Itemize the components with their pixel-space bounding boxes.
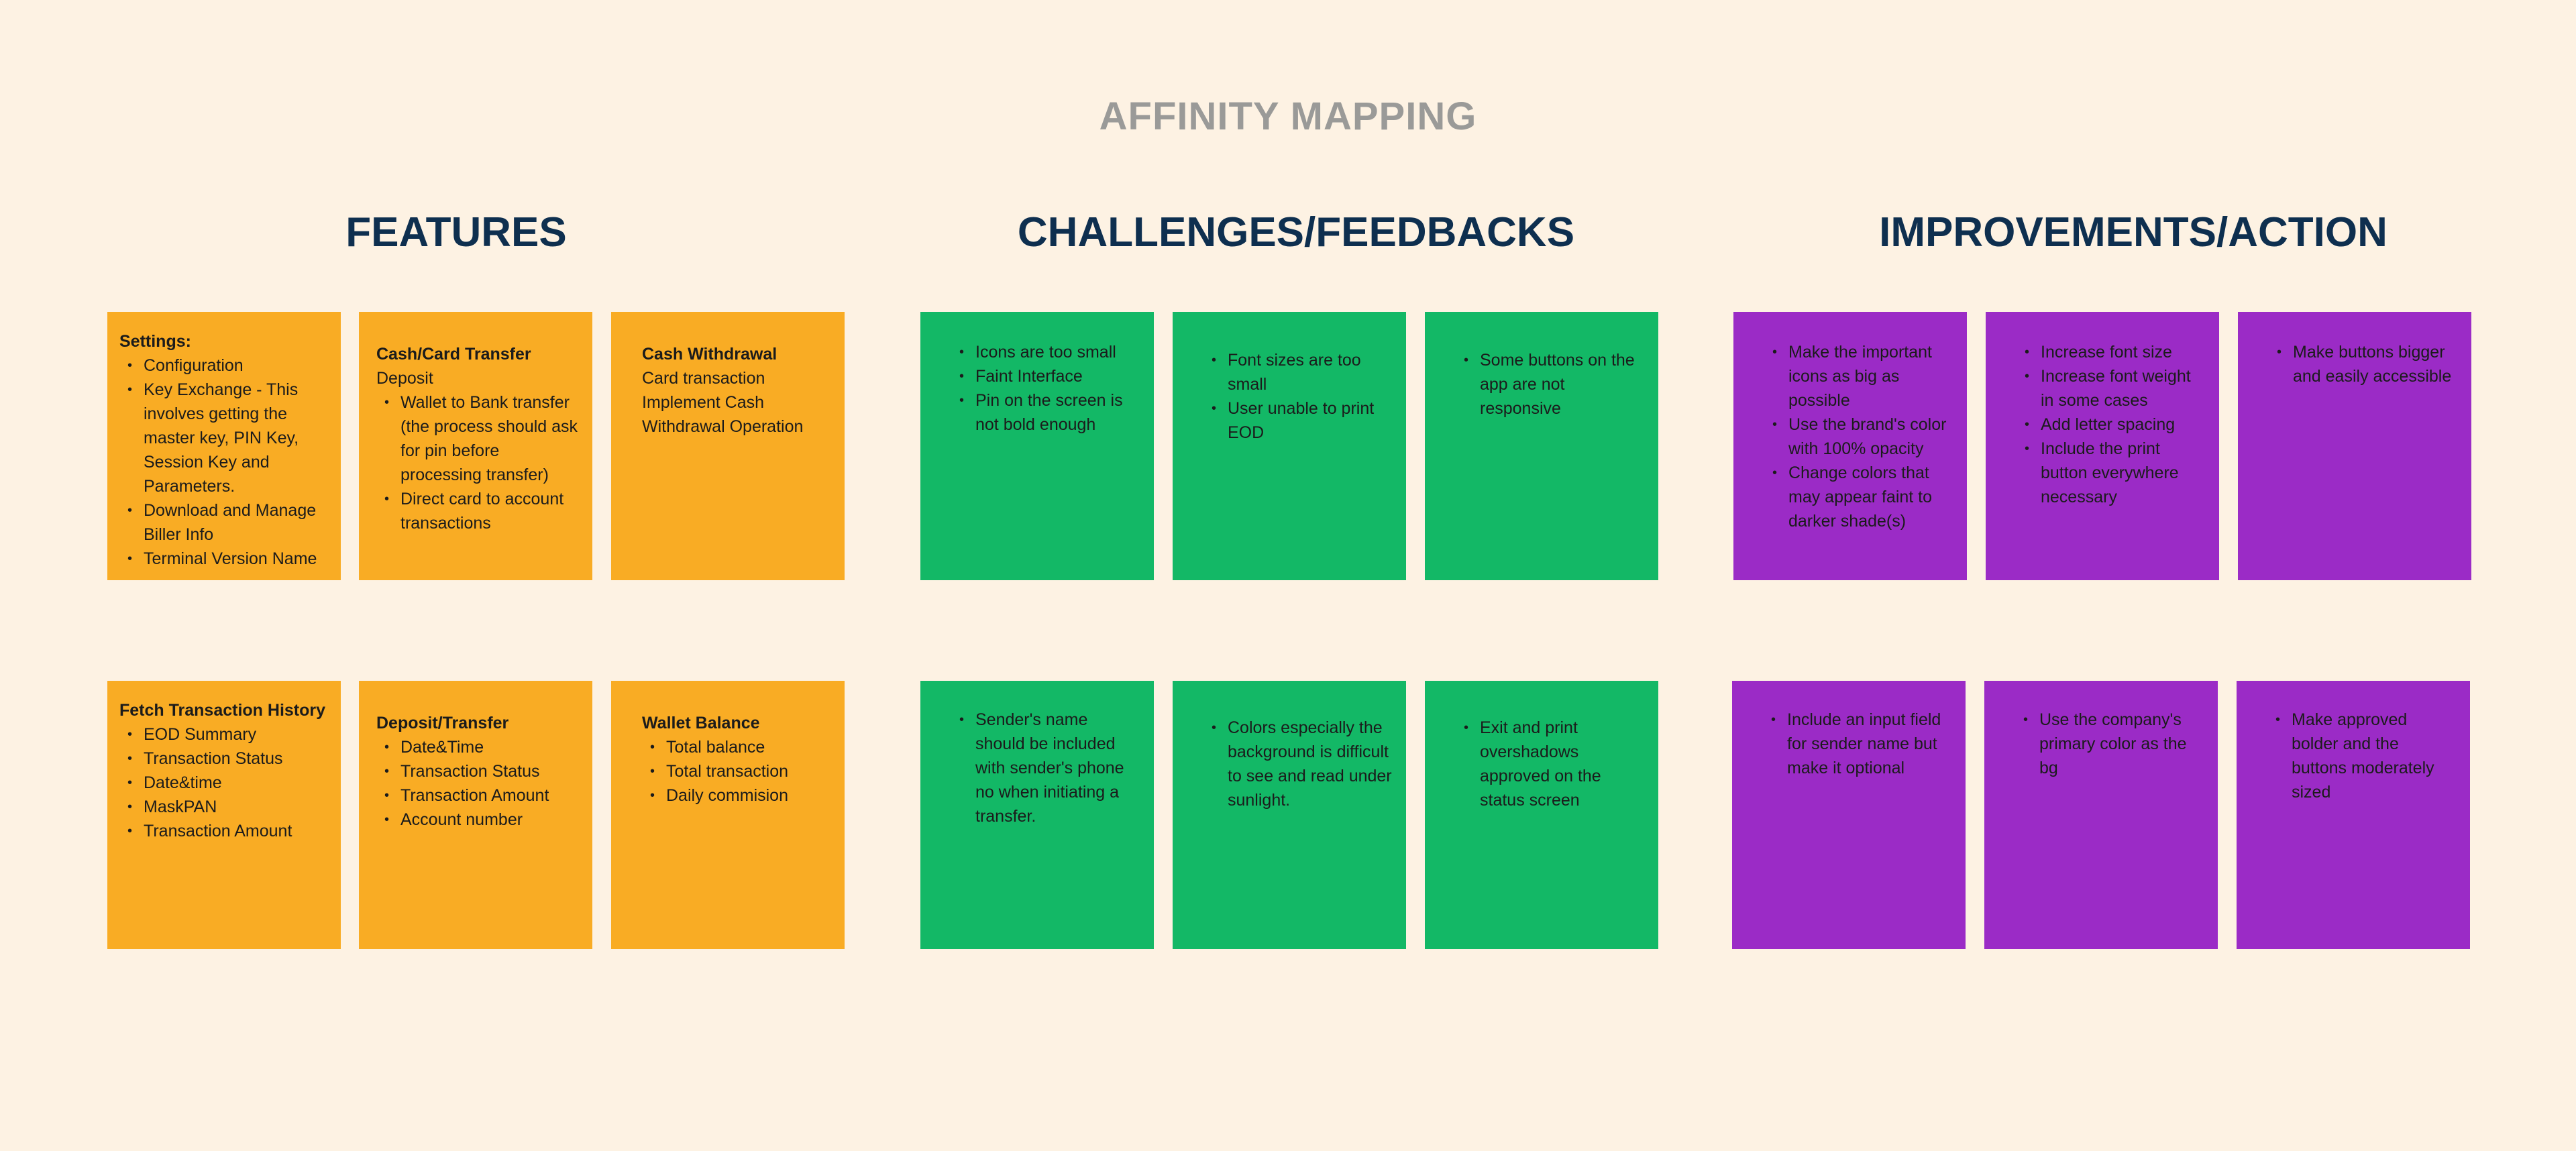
- note-challenge-6[interactable]: Exit and print overshadows approved on t…: [1425, 681, 1658, 949]
- note-wallet-balance[interactable]: Wallet Balance Total balance Total trans…: [611, 681, 845, 949]
- list-item: Make the important icons as big as possi…: [1772, 340, 1953, 413]
- list-item: Change colors that may appear faint to d…: [1772, 461, 1953, 533]
- note-improvement-6[interactable]: Make approved bolder and the buttons mod…: [2237, 681, 2470, 949]
- list-item: Transaction Amount: [384, 783, 579, 808]
- note-challenge-3[interactable]: Some buttons on the app are not responsi…: [1425, 312, 1658, 580]
- list-item: EOD Summary: [127, 722, 327, 747]
- list-item: Configuration: [127, 353, 327, 378]
- list-item: Total balance: [650, 735, 831, 759]
- note-cash-card-transfer[interactable]: Cash/Card Transfer Deposit Wallet to Ban…: [359, 312, 592, 580]
- note-title: Settings:: [119, 332, 191, 351]
- note-line: Card transaction: [642, 369, 765, 388]
- note-fetch-history[interactable]: Fetch Transaction History EOD Summary Tr…: [107, 681, 341, 949]
- features-heading: FEATURES: [345, 209, 567, 256]
- list-item: Make buttons bigger and easily accessibl…: [2277, 340, 2458, 388]
- list-item: Icons are too small: [959, 340, 1140, 364]
- note-list: Make buttons bigger and easily accessibl…: [2269, 340, 2458, 388]
- note-title: Cash/Card Transfer: [376, 345, 531, 364]
- note-challenge-4[interactable]: Sender's name should be included with se…: [920, 681, 1154, 949]
- note-list: Wallet to Bank transfer (the process sho…: [376, 390, 579, 535]
- list-item: Include the print button everywhere nece…: [2025, 437, 2206, 509]
- note-improvement-4[interactable]: Include an input field for sender name b…: [1732, 681, 1966, 949]
- list-item: Use the company's primary color as the b…: [2023, 708, 2204, 780]
- note-line: Implement Cash Withdrawal Operation: [642, 393, 804, 436]
- list-item: Terminal Version Name: [127, 547, 327, 571]
- list-item: Transaction Status: [384, 759, 579, 783]
- note-list: Some buttons on the app are not responsi…: [1456, 348, 1645, 421]
- list-item: MaskPAN: [127, 795, 327, 819]
- note-title: Cash Withdrawal: [642, 345, 777, 364]
- list-item: Transaction Status: [127, 747, 327, 771]
- page-title: AFFINITY MAPPING: [1099, 95, 1477, 138]
- note-improvement-3[interactable]: Make buttons bigger and easily accessibl…: [2238, 312, 2471, 580]
- list-item: Direct card to account transactions: [384, 487, 579, 535]
- list-item: Daily commision: [650, 783, 831, 808]
- list-item: Colors especially the background is diff…: [1212, 716, 1393, 812]
- list-item: User unable to print EOD: [1212, 396, 1393, 445]
- list-item: Sender's name should be included with se…: [959, 708, 1140, 828]
- note-list: Increase font size Increase font weight …: [2017, 340, 2206, 509]
- note-list: Icons are too small Faint Interface Pin …: [951, 340, 1140, 437]
- note-challenge-2[interactable]: Font sizes are too small User unable to …: [1173, 312, 1406, 580]
- list-item: Date&Time: [384, 735, 579, 759]
- list-item: Pin on the screen is not bold enough: [959, 388, 1140, 437]
- note-improvement-1[interactable]: Make the important icons as big as possi…: [1733, 312, 1967, 580]
- list-item: Account number: [384, 808, 579, 832]
- note-list: Make approved bolder and the buttons mod…: [2267, 708, 2457, 804]
- list-item: Some buttons on the app are not responsi…: [1464, 348, 1645, 421]
- note-list: Sender's name should be included with se…: [951, 708, 1140, 828]
- list-item: Key Exchange - This involves getting the…: [127, 378, 327, 498]
- challenges-heading: CHALLENGES/FEEDBACKS: [1017, 209, 1575, 256]
- list-item: Faint Interface: [959, 364, 1140, 388]
- note-list: Exit and print overshadows approved on t…: [1456, 716, 1645, 812]
- list-item: Download and Manage Biller Info: [127, 498, 327, 547]
- list-item: Font sizes are too small: [1212, 348, 1393, 396]
- list-item: Date&time: [127, 771, 327, 795]
- list-item: Increase font size: [2025, 340, 2206, 364]
- list-item: Include an input field for sender name b…: [1771, 708, 1952, 780]
- note-challenge-5[interactable]: Colors especially the background is diff…: [1173, 681, 1406, 949]
- note-subtitle: Deposit: [376, 369, 433, 388]
- list-item: Add letter spacing: [2025, 413, 2206, 437]
- note-improvement-2[interactable]: Increase font size Increase font weight …: [1986, 312, 2219, 580]
- note-list: Total balance Total transaction Daily co…: [642, 735, 831, 808]
- improvements-heading: IMPROVEMENTS/ACTION: [1879, 209, 2387, 256]
- note-list: EOD Summary Transaction Status Date&time…: [119, 722, 327, 843]
- list-item: Increase font weight in some cases: [2025, 364, 2206, 413]
- note-list: Make the important icons as big as possi…: [1764, 340, 1953, 533]
- note-list: Colors especially the background is diff…: [1203, 716, 1393, 812]
- note-title: Deposit/Transfer: [376, 714, 509, 732]
- note-cash-withdrawal[interactable]: Cash Withdrawal Card transaction Impleme…: [611, 312, 845, 580]
- list-item: Exit and print overshadows approved on t…: [1464, 716, 1645, 812]
- note-title: Fetch Transaction History: [119, 701, 326, 720]
- note-challenge-1[interactable]: Icons are too small Faint Interface Pin …: [920, 312, 1154, 580]
- note-list: Font sizes are too small User unable to …: [1203, 348, 1393, 445]
- note-improvement-5[interactable]: Use the company's primary color as the b…: [1984, 681, 2218, 949]
- note-list: Include an input field for sender name b…: [1763, 708, 1952, 780]
- list-item: Wallet to Bank transfer (the process sho…: [384, 390, 579, 487]
- list-item: Total transaction: [650, 759, 831, 783]
- list-item: Transaction Amount: [127, 819, 327, 843]
- note-deposit-transfer[interactable]: Deposit/Transfer Date&Time Transaction S…: [359, 681, 592, 949]
- note-title: Wallet Balance: [642, 714, 760, 732]
- list-item: Use the brand's color with 100% opacity: [1772, 413, 1953, 461]
- note-settings[interactable]: Settings: Configuration Key Exchange - T…: [107, 312, 341, 580]
- note-list: Configuration Key Exchange - This involv…: [119, 353, 327, 571]
- note-list: Date&Time Transaction Status Transaction…: [376, 735, 579, 832]
- list-item: Make approved bolder and the buttons mod…: [2275, 708, 2457, 804]
- note-list: Use the company's primary color as the b…: [2015, 708, 2204, 780]
